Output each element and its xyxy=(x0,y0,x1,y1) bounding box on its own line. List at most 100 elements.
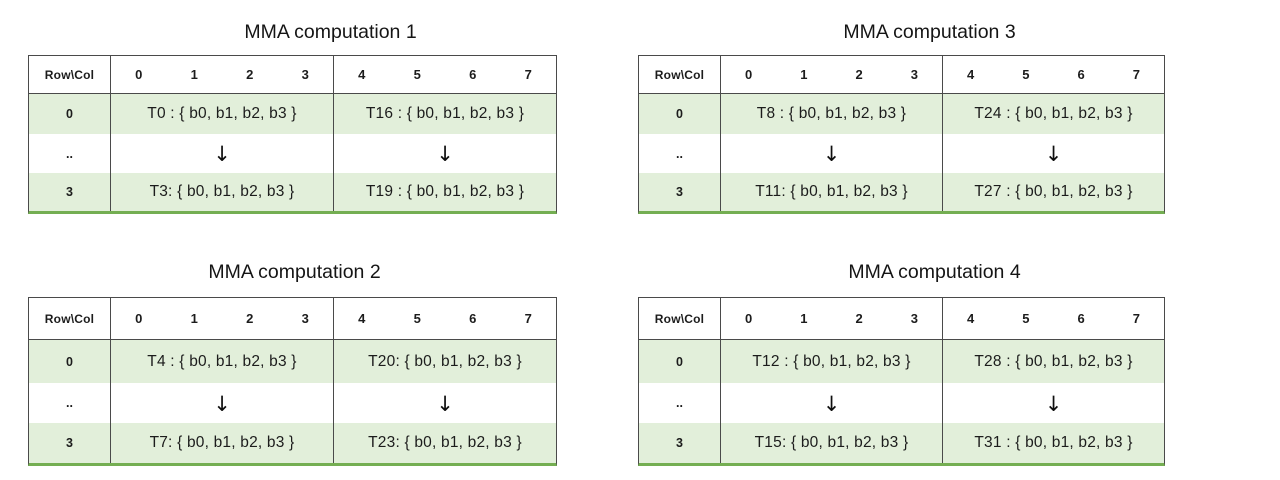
col-header-6: 6 xyxy=(469,67,477,82)
col-headers-4-7: 4 5 6 7 xyxy=(943,56,1164,93)
down-arrow-icon: ↓ xyxy=(213,142,231,166)
down-arrow-icon: ↓ xyxy=(1044,391,1063,416)
table-row-0: 0 T4 : { b0, b1, b2, b3 } T20: { b0, b1,… xyxy=(29,340,556,383)
thread-cell: T3: { b0, b1, b2, b3 } xyxy=(111,173,334,211)
table-title: MMA computation 4 xyxy=(848,261,1021,283)
row-label-0: 0 xyxy=(639,340,721,383)
col-header-5: 5 xyxy=(413,311,421,326)
col-header-6: 6 xyxy=(1077,311,1085,326)
thread-table: Row\Col 0 1 2 3 4 5 6 7 0 T4 : { b0, b1,… xyxy=(28,297,557,466)
row-label-3: 3 xyxy=(639,173,721,211)
table-header-row: Row\Col 0 1 2 3 4 5 6 7 xyxy=(639,56,1164,94)
thread-cell: T4 : { b0, b1, b2, b3 } xyxy=(111,340,334,383)
mma-computation-3: MMA computation 3 Row\Col 0 1 2 3 4 5 6 … xyxy=(638,16,1165,214)
col-header-2: 2 xyxy=(855,67,863,82)
col-header-4: 4 xyxy=(967,67,975,82)
thread-table: Row\Col 0 1 2 3 4 5 6 7 0 T8 : { b0, b1,… xyxy=(638,55,1165,214)
table-row-0: 0 T12 : { b0, b1, b2, b3 } T28 : { b0, b… xyxy=(639,340,1164,383)
table-header-row: Row\Col 0 1 2 3 4 5 6 7 xyxy=(29,56,556,94)
table-row-ellipsis: .. ↓ ↓ xyxy=(639,134,1164,173)
col-header-5: 5 xyxy=(1022,67,1030,82)
thread-cell: T0 : { b0, b1, b2, b3 } xyxy=(111,94,334,134)
col-header-5: 5 xyxy=(413,67,421,82)
row-label-ellipsis: .. xyxy=(29,134,111,173)
row-label-0: 0 xyxy=(29,340,111,383)
thread-cell: T7: { b0, b1, b2, b3 } xyxy=(111,423,334,463)
table-title: MMA computation 3 xyxy=(843,21,1016,43)
col-header-2: 2 xyxy=(246,311,254,326)
arrow-cell: ↓ xyxy=(111,134,334,173)
col-header-5: 5 xyxy=(1022,311,1030,326)
table-row-ellipsis: .. ↓ ↓ xyxy=(639,383,1164,423)
thread-cell: T19 : { b0, b1, b2, b3 } xyxy=(365,183,525,200)
col-header-7: 7 xyxy=(1132,311,1140,326)
col-header-2: 2 xyxy=(855,311,863,326)
arrow-cell: ↓ xyxy=(943,134,1164,173)
col-header-0: 0 xyxy=(135,67,143,82)
row-label-3: 3 xyxy=(29,423,111,463)
table-row-ellipsis: .. ↓ ↓ xyxy=(29,134,556,173)
arrow-cell: ↓ xyxy=(334,383,556,423)
down-arrow-icon: ↓ xyxy=(822,142,841,166)
thread-cell: T8 : { b0, b1, b2, b3 } xyxy=(721,94,943,134)
down-arrow-icon: ↓ xyxy=(436,142,454,166)
table-header-row: Row\Col 0 1 2 3 4 5 6 7 xyxy=(639,298,1164,340)
table-row-0: 0 T8 : { b0, b1, b2, b3 } T24 : { b0, b1… xyxy=(639,94,1164,134)
col-header-6: 6 xyxy=(469,311,477,326)
thread-cell: T16 : { b0, b1, b2, b3 } xyxy=(365,105,525,122)
arrow-cell: ↓ xyxy=(721,383,943,423)
arrow-cell: ↓ xyxy=(721,134,943,173)
col-header-7: 7 xyxy=(524,311,532,326)
col-header-0: 0 xyxy=(745,67,753,82)
thread-cell: T31 : { b0, b1, b2, b3 } xyxy=(974,434,1133,451)
thread-cell: T23: { b0, b1, b2, b3 } xyxy=(368,434,522,451)
down-arrow-icon: ↓ xyxy=(822,391,841,416)
row-col-corner-header: Row\Col xyxy=(639,56,721,93)
thread-cell: T24 : { b0, b1, b2, b3 } xyxy=(974,105,1133,122)
table-row-3: 3 T15: { b0, b1, b2, b3 } T31 : { b0, b1… xyxy=(639,423,1164,463)
col-header-3: 3 xyxy=(910,311,918,326)
mma-computation-4: MMA computation 4 Row\Col 0 1 2 3 4 5 6 … xyxy=(638,256,1165,466)
col-header-2: 2 xyxy=(246,67,254,82)
down-arrow-icon: ↓ xyxy=(1044,142,1063,166)
thread-table: Row\Col 0 1 2 3 4 5 6 7 0 T12 : { b0, b1… xyxy=(638,297,1165,466)
col-headers-0-3: 0 1 2 3 xyxy=(111,298,334,339)
mma-computation-1: MMA computation 1 Row\Col 0 1 2 3 4 5 6 … xyxy=(28,16,557,214)
thread-cell: T15: { b0, b1, b2, b3 } xyxy=(721,423,943,463)
table-row-ellipsis: .. ↓ ↓ xyxy=(29,383,556,423)
row-col-corner-header: Row\Col xyxy=(29,56,111,93)
thread-cell: T27 : { b0, b1, b2, b3 } xyxy=(974,183,1133,200)
arrow-cell: ↓ xyxy=(943,383,1164,423)
arrow-cell: ↓ xyxy=(334,134,556,173)
col-header-0: 0 xyxy=(135,311,143,326)
row-label-3: 3 xyxy=(639,423,721,463)
arrow-cell: ↓ xyxy=(111,383,334,423)
thread-cell: T20: { b0, b1, b2, b3 } xyxy=(368,352,522,370)
col-headers-4-7: 4 5 6 7 xyxy=(334,56,556,93)
thread-cell: T11: { b0, b1, b2, b3 } xyxy=(721,173,943,211)
col-header-4: 4 xyxy=(358,311,366,326)
table-title: MMA computation 2 xyxy=(208,261,381,283)
col-header-3: 3 xyxy=(301,67,309,82)
col-header-4: 4 xyxy=(358,67,366,82)
col-headers-4-7: 4 5 6 7 xyxy=(943,298,1164,339)
row-label-3: 3 xyxy=(29,173,111,211)
col-header-3: 3 xyxy=(910,67,918,82)
col-headers-0-3: 0 1 2 3 xyxy=(721,56,943,93)
col-header-1: 1 xyxy=(800,67,808,82)
col-header-1: 1 xyxy=(190,67,198,82)
table-title: MMA computation 1 xyxy=(244,21,417,43)
row-col-corner-header: Row\Col xyxy=(29,298,111,339)
table-row-3: 3 T3: { b0, b1, b2, b3 } T19 : { b0, b1,… xyxy=(29,173,556,211)
col-header-7: 7 xyxy=(1132,67,1140,82)
row-label-0: 0 xyxy=(639,94,721,134)
table-row-3: 3 T11: { b0, b1, b2, b3 } T27 : { b0, b1… xyxy=(639,173,1164,211)
col-headers-0-3: 0 1 2 3 xyxy=(111,56,334,93)
thread-cell: T12 : { b0, b1, b2, b3 } xyxy=(721,340,943,383)
row-label-ellipsis: .. xyxy=(29,383,111,423)
col-header-6: 6 xyxy=(1077,67,1085,82)
row-col-corner-header: Row\Col xyxy=(639,298,721,339)
col-header-1: 1 xyxy=(190,311,198,326)
col-header-3: 3 xyxy=(301,311,309,326)
col-header-7: 7 xyxy=(524,67,532,82)
